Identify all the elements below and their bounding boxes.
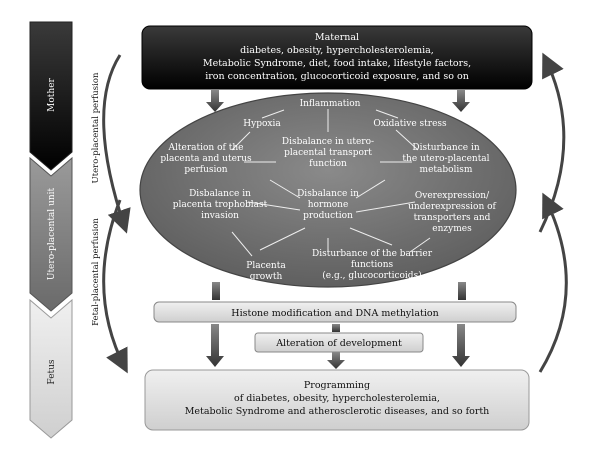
stage-label-mother: Mother bbox=[47, 77, 57, 111]
alteration-line-3: perfusion bbox=[184, 165, 227, 175]
metabolism-line-3: metabolism bbox=[420, 165, 473, 175]
transporters-line-3: transporters and bbox=[414, 213, 491, 223]
transport-line-1: Disbalance in utero- bbox=[282, 137, 374, 147]
growth-line-2: growth bbox=[250, 272, 283, 282]
transport-line-2: placental transport bbox=[284, 148, 372, 158]
stage-chevron-fetus: Fetus bbox=[29, 298, 73, 439]
utero-placental-perfusion-label: Utero-placental perfusion bbox=[91, 72, 101, 183]
alteration-line-1: Alteration of the bbox=[168, 143, 244, 153]
maternal-factors-box: Maternal diabetes, obesity, hypercholest… bbox=[141, 25, 533, 90]
inflammation-label: Inflammation bbox=[300, 99, 361, 109]
maternal-line-2: diabetes, obesity, hypercholesterolemia, bbox=[240, 45, 434, 56]
metabolism-line-1: Disturbance in bbox=[412, 143, 479, 153]
hormone-line-1: Disbalance in bbox=[297, 189, 359, 199]
histone-label: Histone modification and DNA methylation bbox=[231, 308, 438, 319]
transport-function-node: Disbalance in utero- placental transport… bbox=[282, 137, 374, 169]
hormone-production-node: Disbalance in hormone production bbox=[297, 189, 359, 221]
down-arrows-middle bbox=[212, 282, 466, 300]
growth-line-1: Placenta bbox=[246, 261, 286, 271]
down-arrows-top bbox=[206, 90, 470, 112]
transporters-line-2: underexpression of bbox=[408, 202, 496, 212]
trophoblast-line-2: placenta trophoblast bbox=[173, 200, 268, 210]
placental-mechanisms-ellipse: Inflammation Hypoxia Oxidative stress Al… bbox=[139, 92, 517, 288]
mechanism-connector-lines bbox=[231, 109, 431, 257]
alteration-line-2: placenta and uterus bbox=[160, 154, 252, 164]
metabolism-line-2: the utero-placental bbox=[402, 154, 489, 164]
maternal-line-4: iron concentration, glucocorticoid expos… bbox=[205, 71, 469, 82]
transporters-line-1: Overexpression/ bbox=[415, 191, 490, 201]
maternal-title: Maternal bbox=[315, 32, 359, 43]
barrier-line-3: (e.g., glucocorticoids) bbox=[322, 270, 421, 281]
stage-label-fetus: Fetus bbox=[47, 359, 57, 384]
trophoblast-line-3: invasion bbox=[201, 211, 239, 221]
stage-label-utero-placental-unit: Utero-placental unit bbox=[47, 187, 57, 280]
programming-title: Programming bbox=[304, 380, 370, 391]
histone-dna-methylation-box: Histone modification and DNA methylation bbox=[153, 301, 517, 323]
trophoblast-invasion-node: Disbalance in placenta trophoblast invas… bbox=[173, 189, 268, 221]
transporters-line-4: enzymes bbox=[432, 224, 472, 234]
maternal-line-3: Metabolic Syndrome, diet, food intake, l… bbox=[203, 58, 471, 69]
transport-line-3: function bbox=[309, 159, 347, 169]
development-label: Alteration of development bbox=[275, 338, 402, 349]
stage-chevron-mother: Mother bbox=[29, 21, 73, 171]
placenta-growth-node: Placenta growth bbox=[246, 261, 286, 282]
oxidative-stress-label: Oxidative stress bbox=[373, 119, 447, 129]
programming-box: Programming of diabetes, obesity, hyperc… bbox=[144, 369, 530, 431]
stage-chevron-utero-placental-unit: Utero-placental unit bbox=[29, 156, 73, 312]
down-arrows-lower bbox=[206, 324, 470, 369]
transporters-expression-node: Overexpression/ underexpression of trans… bbox=[408, 191, 496, 234]
trophoblast-line-1: Disbalance in bbox=[189, 189, 251, 199]
barrier-functions-node: Disturbance of the barrier functions (e.… bbox=[312, 249, 433, 281]
programming-line-3: Metabolic Syndrome and atherosclerotic d… bbox=[185, 406, 490, 417]
barrier-line-1: Disturbance of the barrier bbox=[312, 249, 433, 259]
left-curved-arrows bbox=[102, 54, 131, 374]
alteration-of-development-box: Alteration of development bbox=[254, 332, 424, 353]
programming-line-2: of diabetes, obesity, hypercholesterolem… bbox=[234, 393, 440, 404]
right-curved-arrows bbox=[538, 52, 568, 373]
placental-metabolism-node: Disturbance in the utero-placental metab… bbox=[402, 143, 489, 175]
alteration-perfusion-node: Alteration of the placenta and uterus pe… bbox=[160, 143, 252, 175]
hormone-line-2: hormone bbox=[308, 200, 349, 210]
barrier-line-2: functions bbox=[351, 260, 394, 270]
hypoxia-label: Hypoxia bbox=[243, 119, 281, 129]
hormone-line-3: production bbox=[303, 211, 353, 221]
fetal-placental-perfusion-label: Fetal-placental perfusion bbox=[91, 218, 101, 326]
